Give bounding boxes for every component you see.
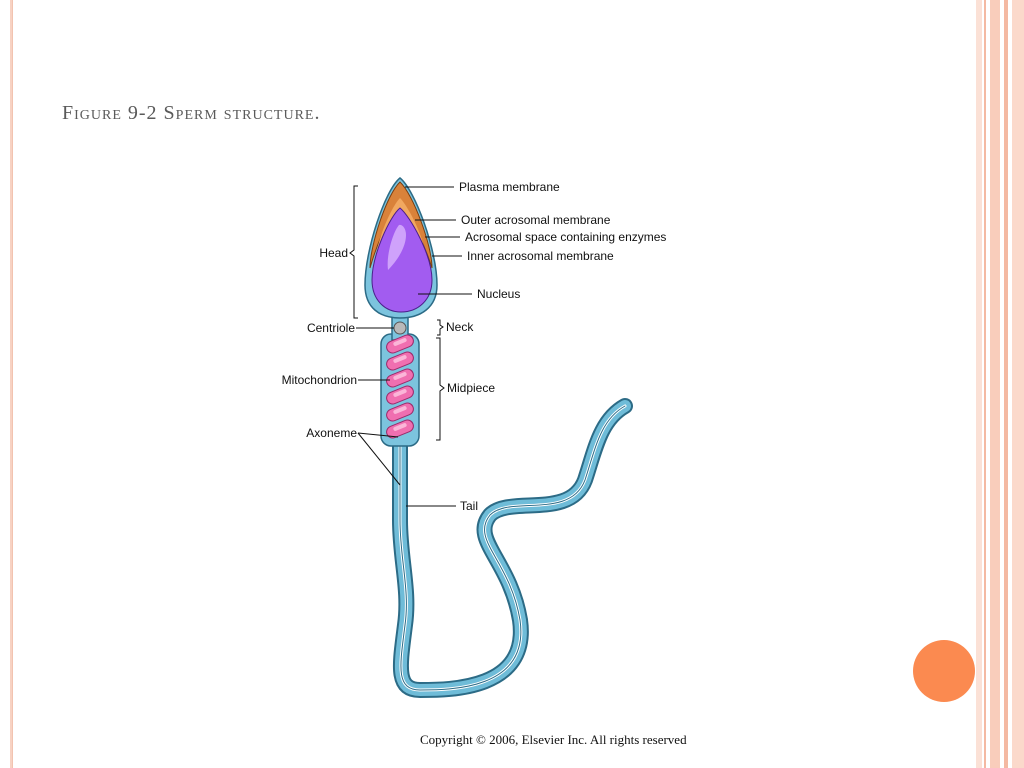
nucleus-shape	[371, 207, 433, 313]
label-midpiece: Midpiece	[447, 381, 495, 395]
head-bracket	[349, 185, 358, 319]
slide-frame-left	[0, 0, 13, 768]
label-outer-acrosomal-membrane: Outer acrosomal membrane	[461, 213, 611, 227]
centriole-shape	[393, 321, 407, 335]
midpiece-bracket	[436, 337, 445, 441]
label-tail: Tail	[460, 499, 478, 513]
copyright-notice: Copyright © 2006, Elsevier Inc. All righ…	[420, 732, 687, 747]
sperm-head	[364, 177, 438, 319]
label-mitochondrion: Mitochondrion	[282, 373, 357, 387]
label-inner-acrosomal-membrane: Inner acrosomal membrane	[467, 249, 614, 263]
slide-title: Figure 9-2 Sperm structure.	[62, 102, 321, 124]
mitochondria-helix	[386, 334, 414, 439]
neck-bracket	[437, 319, 444, 336]
label-centriole: Centriole	[307, 321, 355, 335]
label-neck: Neck	[446, 320, 474, 334]
label-acrosomal-space: Acrosomal space containing enzymes	[465, 230, 666, 244]
tail-flagellum	[392, 398, 633, 699]
label-axoneme: Axoneme	[306, 426, 357, 440]
accent-circle	[913, 640, 975, 702]
slide-frame-right	[976, 0, 1024, 768]
leader-lines	[356, 186, 472, 507]
brackets	[349, 185, 445, 441]
label-head: Head	[319, 246, 348, 260]
label-nucleus: Nucleus	[477, 287, 520, 301]
label-plasma-membrane: Plasma membrane	[459, 180, 560, 194]
